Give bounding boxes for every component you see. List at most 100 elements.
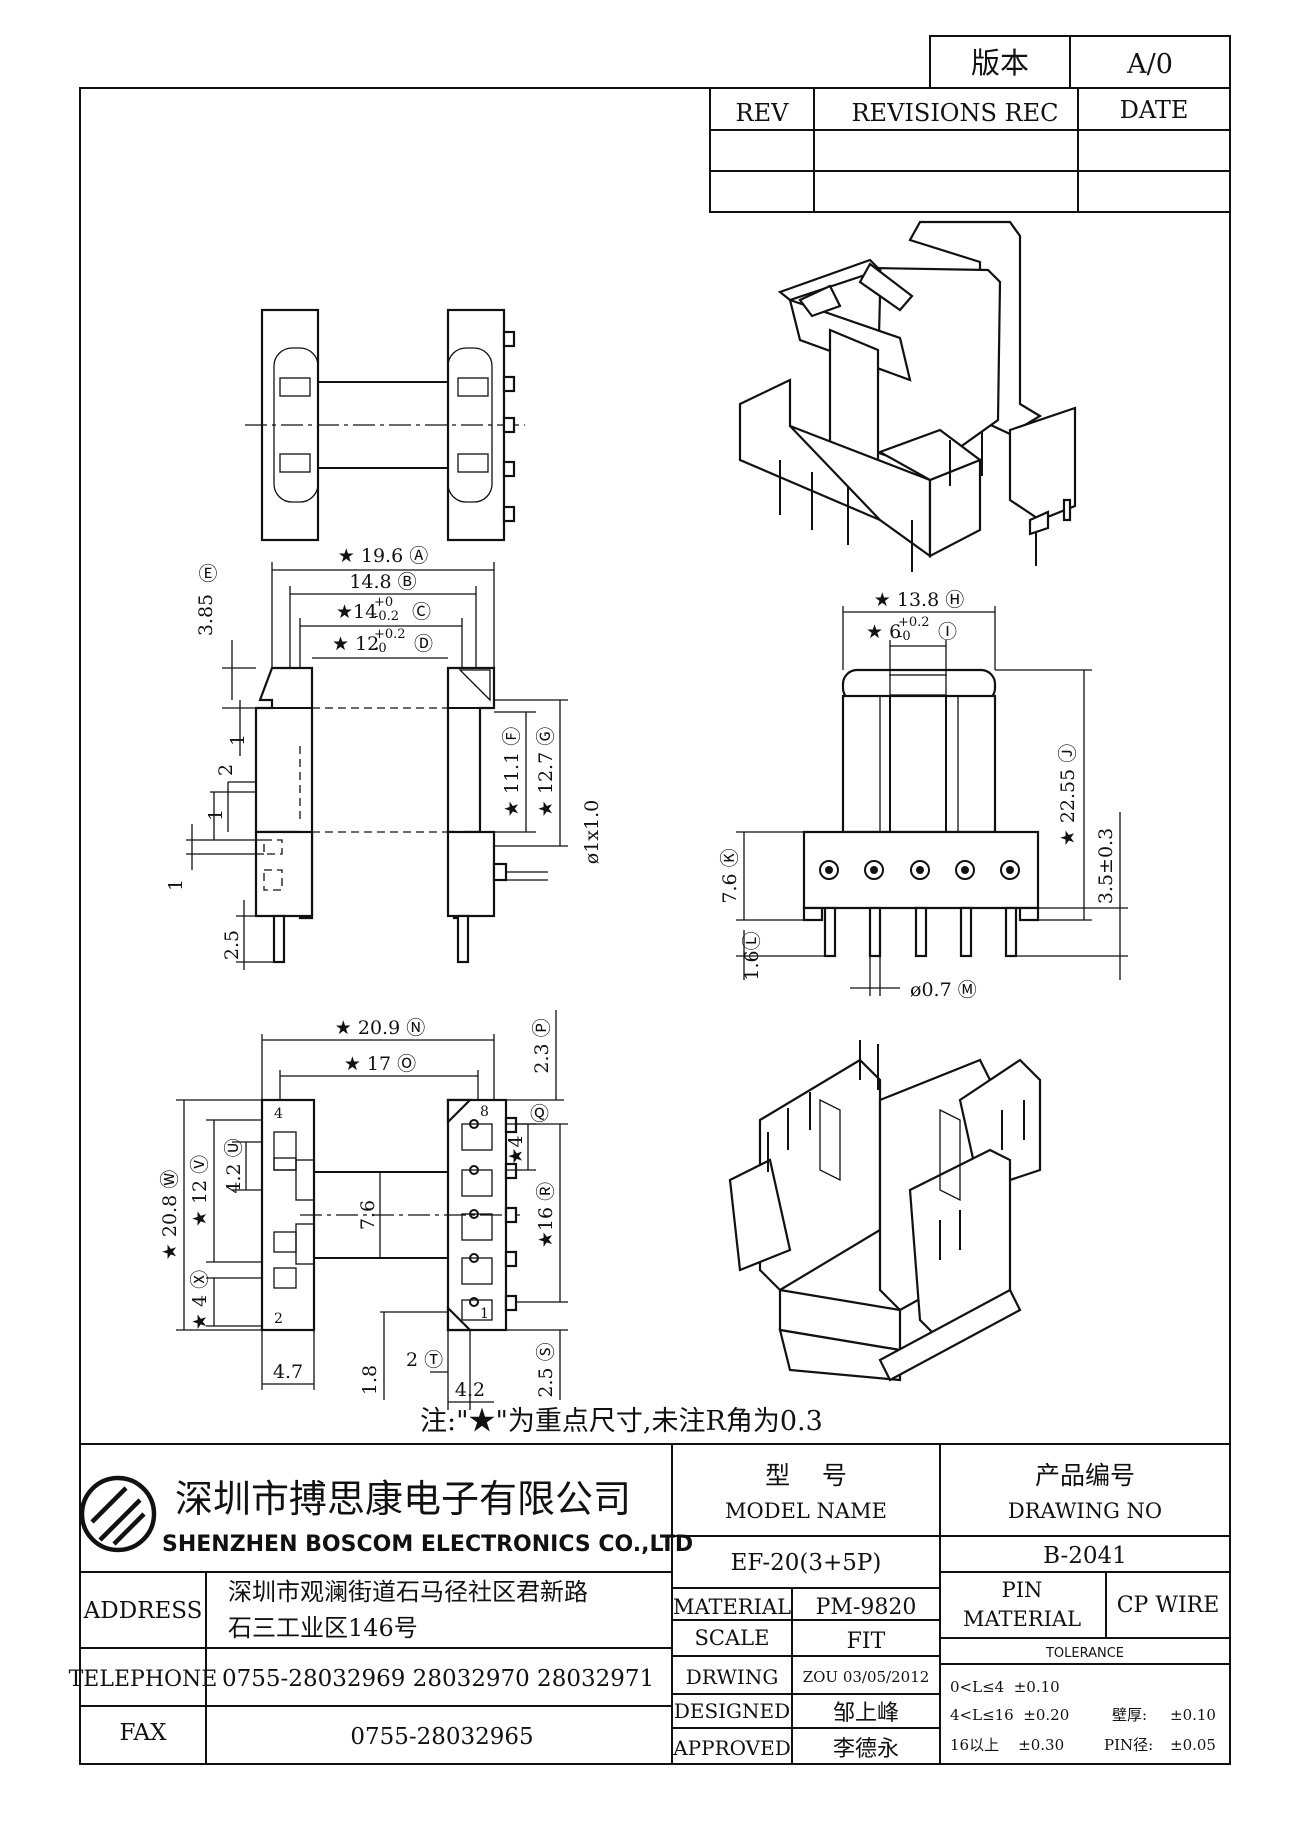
dim-s: 2.5 Ⓢ [535, 1342, 557, 1397]
note-text: 注:"★"为重点尺寸,未注R角为0.3 [420, 1406, 823, 1437]
dim-p: 2.3 Ⓟ [531, 1018, 553, 1073]
drawing-by-value: ZOU 03/05/2012 [803, 1668, 930, 1686]
model-label-en: MODEL NAME [725, 1499, 887, 1523]
dim-l: 1.6Ⓛ [741, 931, 763, 980]
dim-i-tol-dn: -0 [898, 629, 911, 644]
pin-diameter-value: ±0.05 [1170, 1736, 1216, 1754]
version-block: 版本 A/0 [929, 35, 1231, 89]
company-name-en: SHENZHEN BOSCOM ELECTRONICS CO.,LTD [162, 1532, 693, 1557]
isometric-view-top [738, 220, 1077, 572]
dim-c-base: ★14 [336, 601, 377, 623]
company-logo-icon [79, 1475, 157, 1553]
side-view: ★ 13.8 Ⓗ ★ 6 +0.2 -0 Ⓘ ★ 22.55 Ⓙ 3.5±0.3… [719, 589, 1128, 1001]
pin-diameter-label: PIN径: [1104, 1736, 1153, 1754]
dim-d-tag: Ⓓ [414, 633, 433, 655]
drawing-label-en: DRAWING NO [1008, 1499, 1162, 1523]
isometric-view-bottom [728, 1040, 1042, 1382]
designed-label: DESIGNED [674, 1699, 790, 1723]
dim-q-value: ★4 [505, 1135, 527, 1164]
title-block: 深圳市搏思康电子有限公司 SHENZHEN BOSCOM ELECTRONICS… [69, 1443, 1230, 1764]
bottom-view: 4 2 8 1 ★ 20.9 Ⓝ ★ 17 Ⓞ 2.3 Ⓟ Ⓠ ★4 ★16 Ⓡ… [159, 1010, 568, 1410]
dim-side-1a: 1 [227, 734, 249, 746]
dim-m: ø0.7 Ⓜ [910, 979, 977, 1001]
tolerance-row-3: 16以上 ±0.30 [950, 1736, 1064, 1754]
dim-c-tol-up: +0 [374, 595, 393, 610]
tolerance-label: TOLERANCE [1045, 1646, 1124, 1661]
model-label-cn: 型 号 [765, 1461, 847, 1490]
dim-d-tol-dn: -0 [374, 641, 387, 656]
pin-number-8: 8 [480, 1104, 489, 1120]
side-pins [819, 860, 1020, 958]
front-section-view: ★ 19.6 Ⓐ 14.8 Ⓑ ★14 +0 -0.2 Ⓒ ★ 12 +0.2 … [165, 545, 603, 970]
pin-number-4: 4 [274, 1106, 283, 1122]
dim-42b: 4.2 [455, 1379, 485, 1401]
date-header: DATE [1120, 96, 1189, 124]
approved-value: 李德永 [833, 1737, 899, 1762]
wall-thickness-value: ±0.10 [1170, 1706, 1216, 1724]
telephone-label: TELEPHONE [69, 1667, 218, 1692]
dim-side-1b: 1 [205, 809, 227, 821]
dim-c-tol-dn: -0.2 [374, 609, 399, 624]
version-value: A/0 [1126, 49, 1173, 80]
top-view [245, 308, 525, 542]
pin-number-2: 2 [274, 1311, 283, 1327]
dim-v: ★ 12 Ⓥ [189, 1155, 211, 1227]
dim-h35: 3.5±0.3 [1095, 828, 1117, 904]
dim-u: 4.2 Ⓤ [223, 1138, 245, 1193]
dim-d-base: ★ 12 [332, 633, 379, 655]
pin-material-label-2: MATERIAL [963, 1607, 1081, 1631]
pin-material-value: CP WIRE [1117, 1593, 1220, 1618]
pin-number-1: 1 [480, 1306, 489, 1322]
drawing-border [79, 87, 1231, 1765]
dim-c-tag: Ⓒ [412, 601, 431, 623]
dim-r: ★16 Ⓡ [535, 1182, 557, 1248]
dim-o: ★ 17 Ⓞ [344, 1053, 416, 1075]
dim-f: ★ 11.1 Ⓕ [501, 727, 523, 817]
scale-value: FIT [847, 1629, 886, 1654]
dim-pin-dia-side: ø1x1.0 [581, 800, 603, 864]
version-label: 版本 [971, 46, 1029, 80]
model-value: EF-20(3+5P) [731, 1550, 882, 1576]
dim-c: ★14 +0 -0.2 Ⓒ [336, 595, 431, 624]
dim-e-value: 3.85 [195, 594, 217, 636]
pin-material-label-1: PIN [1002, 1578, 1043, 1602]
approved-label: APPROVED [672, 1736, 791, 1760]
tolerance-row-1: 0<L≤4 ±0.10 [950, 1678, 1060, 1696]
dim-side-25: 2.5 [221, 930, 243, 960]
address-line2: 石三工业区146号 [228, 1614, 418, 1642]
drawing-number: B-2041 [1043, 1543, 1127, 1569]
designed-value: 邹上峰 [833, 1701, 899, 1726]
scale-label: SCALE [695, 1626, 770, 1650]
dim-d: ★ 12 +0.2 -0 Ⓓ [332, 627, 433, 656]
address-line1: 深圳市观澜街道石马径社区君新路 [228, 1578, 588, 1606]
dim-x: ★ 4 Ⓧ [189, 1270, 211, 1330]
dim-h: ★ 13.8 Ⓗ [874, 589, 964, 611]
revisions-rec-header: REVISIONS REC [851, 99, 1058, 127]
dim-b: 14.8 Ⓑ [349, 571, 416, 593]
dim-j: ★ 22.55 Ⓙ [1057, 744, 1079, 847]
dim-w: ★ 20.8 Ⓦ [159, 1170, 181, 1260]
wall-thickness-label: 壁厚: [1112, 1706, 1147, 1724]
dim-n: ★ 20.9 Ⓝ [335, 1017, 425, 1039]
dim-i-tol-up: +0.2 [898, 615, 930, 630]
bottom-pins-right [461, 1116, 518, 1321]
dim-i-base: ★ 6 [866, 621, 901, 643]
company-name-cn: 深圳市搏思康电子有限公司 [175, 1477, 631, 1521]
dim-q-tag: Ⓠ [530, 1103, 549, 1125]
dim-d-tol-up: +0.2 [374, 627, 406, 642]
dim-47: 4.7 [273, 1361, 303, 1383]
material-label: MATERIAL [673, 1595, 791, 1619]
dim-e-tag: Ⓔ [198, 563, 217, 585]
revision-table: REV REVISIONS REC DATE [709, 87, 1231, 213]
dim-a: ★ 19.6 Ⓐ [338, 545, 428, 567]
dim-18: 1.8 [359, 1365, 381, 1395]
dim-side-1c: 1 [165, 879, 187, 891]
drawing-label-cn: 产品编号 [1035, 1461, 1135, 1490]
tolerance-row-2: 4<L≤16 ±0.20 [950, 1706, 1069, 1724]
dim-k: 7.6 Ⓚ [719, 848, 741, 903]
rev-header: REV [736, 99, 790, 127]
dim-t: 2 Ⓣ [406, 1349, 443, 1371]
dim-i-tag: Ⓘ [938, 621, 957, 643]
address-label: ADDRESS [83, 1598, 203, 1624]
